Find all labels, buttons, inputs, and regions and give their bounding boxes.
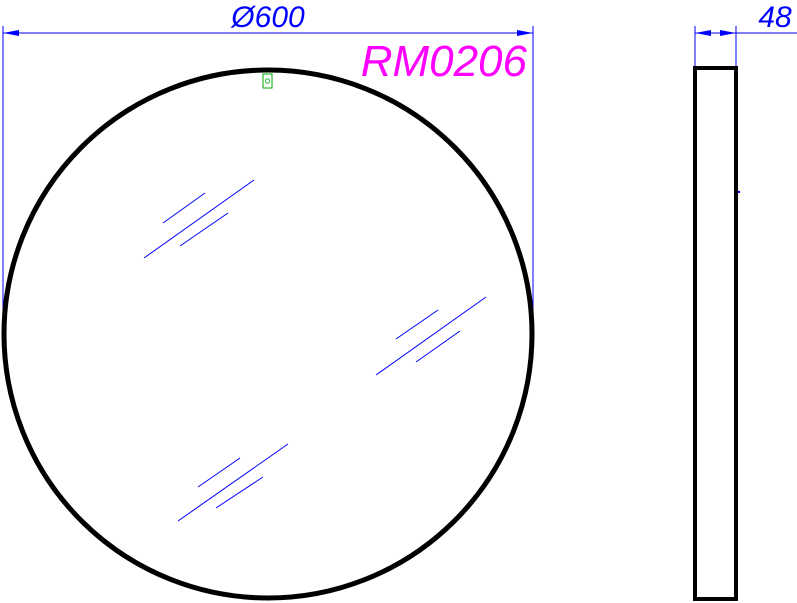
thickness-dimension: 48	[694, 1, 797, 68]
thickness-label: 48	[758, 1, 792, 34]
thickness-arrow-right	[720, 30, 736, 36]
round-mirror-front-view	[1, 67, 535, 601]
mirror-outline	[1, 67, 535, 601]
reflection-mark-right	[375, 296, 487, 376]
reflection-mark-upper	[143, 179, 255, 259]
mirror-profile-outline	[693, 66, 738, 601]
thickness-arrow-left	[695, 30, 711, 36]
diameter-label: Ø600	[230, 1, 305, 34]
mount-point-marker	[737, 190, 741, 194]
diameter-dimension: Ø600	[2, 1, 534, 330]
mirror-side-view	[693, 66, 741, 601]
reflection-mark-lower	[177, 443, 289, 522]
diameter-arrow-right	[517, 30, 533, 36]
model-code: RM0206	[361, 37, 528, 86]
hanging-bracket-icon	[262, 73, 273, 89]
diameter-arrow-left	[3, 30, 19, 36]
